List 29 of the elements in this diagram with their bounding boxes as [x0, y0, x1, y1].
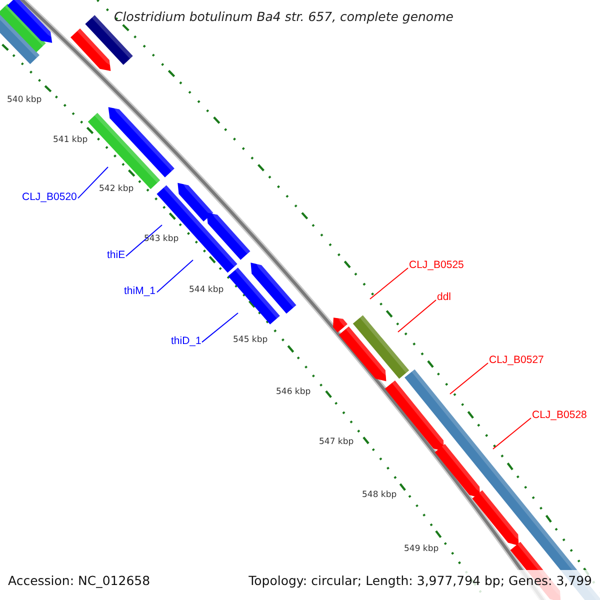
gene-label: thiD_1: [171, 335, 202, 347]
position-tick-label: 547 kbp: [319, 437, 354, 447]
gene-label: CLJ_B0527: [489, 354, 544, 366]
position-tick-label: 540 kbp: [7, 95, 42, 105]
position-tick-label: 545 kbp: [233, 335, 268, 345]
leader-line: [370, 268, 408, 300]
gene-label: ddl: [437, 291, 452, 303]
leader-line: [78, 166, 108, 199]
position-tick-label: 542 kbp: [99, 184, 134, 194]
gene-label: CLJ_B0528: [532, 409, 587, 421]
gene-label: thiM_1: [124, 285, 156, 297]
genome-summary-text: Topology: circular; Length: 3,977,794 bp; Genes: 3,799: [248, 573, 592, 588]
gene-label: thiE: [107, 249, 126, 261]
leader-line: [126, 224, 162, 257]
position-tick-label: 543 kbp: [144, 234, 179, 244]
position-tick-label: 548 kbp: [362, 490, 397, 500]
leader-line: [450, 362, 488, 394]
leader-line: [492, 418, 532, 450]
genome-title: Clostridium botulinum Ba4 str. 657, complete genome: [114, 9, 454, 24]
position-tick-label: 549 kbp: [404, 544, 439, 554]
position-tick-label: 546 kbp: [276, 387, 311, 397]
leader-line: [156, 260, 194, 293]
position-tick-label: 544 kbp: [189, 285, 224, 295]
accession-text: Accession: NC_012658: [8, 573, 150, 588]
leader-line: [202, 312, 238, 343]
leader-line: [398, 300, 436, 332]
gene-label: CLJ_B0525: [409, 259, 464, 271]
position-tick-label: 541 kbp: [53, 135, 88, 145]
gene-label: CLJ_B0520: [22, 191, 77, 203]
